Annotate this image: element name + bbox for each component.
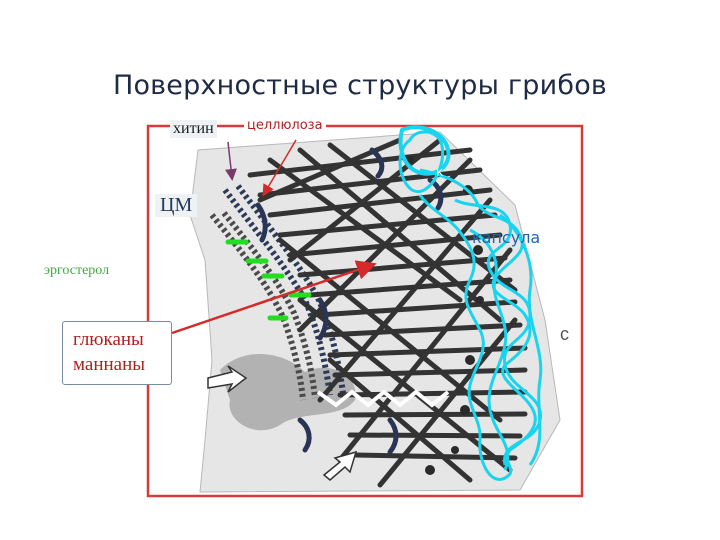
k-label: к [436,165,443,179]
glucans-mannans-box: глюканы маннаны [62,321,172,385]
glucans-label: глюканы [73,327,171,352]
mannans-label: маннаны [73,352,171,377]
capsule-label: капсула [472,228,540,247]
chitin-label: хитин [170,120,217,138]
cellulose-label: целлюлоза [244,118,326,133]
cell-membrane-label: ЦМ [155,194,197,217]
ergosterol-label: эргостерол [44,263,109,279]
c-mark: c [560,324,569,344]
page-title: Поверхностные структуры грибов [0,70,720,101]
